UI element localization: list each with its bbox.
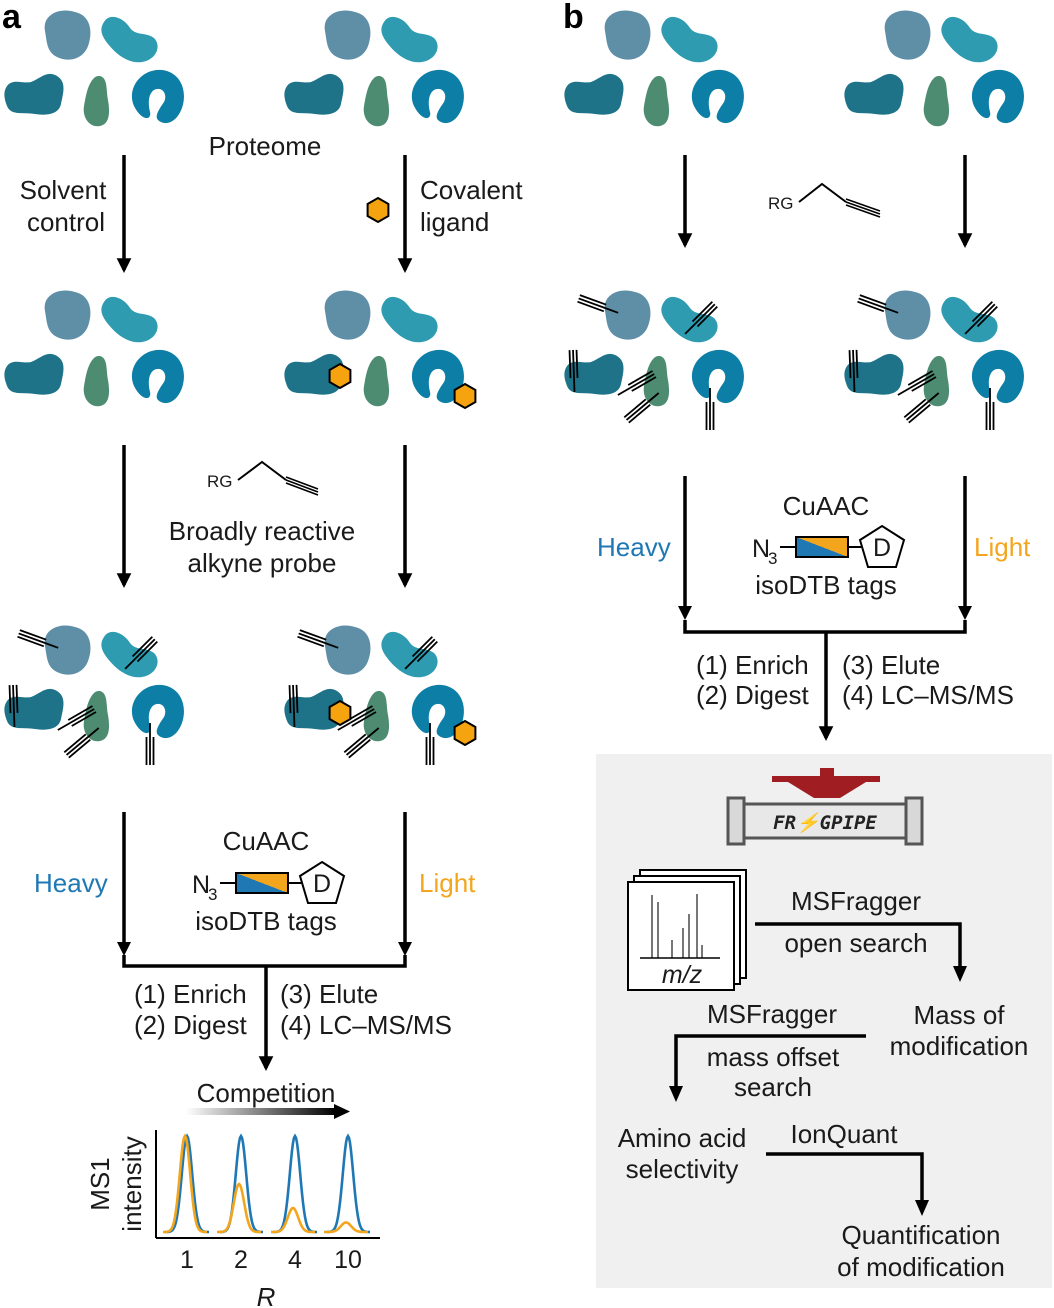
peak-heavy-10 bbox=[326, 1133, 370, 1234]
peak-light-1 bbox=[163, 1133, 207, 1234]
amino-acid-label-1: Amino acid bbox=[618, 1123, 747, 1153]
chart-ylabel-2: intensity bbox=[117, 1136, 147, 1231]
proteome-b-right-top bbox=[844, 11, 1024, 127]
fragpipe-panel bbox=[596, 754, 1052, 1288]
chart-xlabel: R bbox=[257, 1282, 276, 1308]
chart-ylabel-1: MS1 bbox=[85, 1157, 115, 1210]
probe-label-1: Broadly reactive bbox=[169, 516, 355, 546]
x-tick-label: 10 bbox=[334, 1246, 362, 1274]
offset-label-2: search bbox=[734, 1072, 812, 1102]
panel-a-letter: a bbox=[2, 0, 22, 36]
offset-label-1: mass offset bbox=[707, 1042, 840, 1072]
steps-a-1: (1) Enrich bbox=[134, 979, 247, 1009]
offset-search-path bbox=[674, 1034, 866, 1090]
light-label-b: Light bbox=[974, 532, 1031, 562]
proteome-label: Proteome bbox=[209, 131, 322, 161]
steps-a-3: (3) Elute bbox=[280, 979, 378, 1009]
x-tick-label: 1 bbox=[180, 1246, 194, 1274]
mass-mod-label-2: modification bbox=[890, 1031, 1029, 1061]
isodtb-label-a: isoDTB tags bbox=[195, 906, 337, 936]
probe-structure-icon: RG bbox=[207, 460, 319, 496]
svg-text:m/z: m/z bbox=[662, 961, 703, 989]
peak-light-2 bbox=[217, 1182, 261, 1234]
isodtb-tag-icon-b: N 3 D bbox=[752, 524, 906, 568]
proteome-right-treated bbox=[284, 291, 477, 409]
steps-b-4: (4) LC–MS/MS bbox=[842, 680, 1014, 710]
steps-b-2: (2) Digest bbox=[696, 680, 809, 710]
solvent-label: Solvent bbox=[20, 175, 107, 205]
heavy-label-b: Heavy bbox=[597, 532, 671, 562]
control-label: control bbox=[27, 207, 105, 237]
x-tick-label: 2 bbox=[234, 1246, 248, 1274]
msfragger-offset-label: MSFragger bbox=[707, 999, 837, 1029]
proteome-left-treated bbox=[4, 291, 184, 407]
msfragger-open-label: MSFragger bbox=[791, 886, 921, 916]
svg-text:3: 3 bbox=[768, 549, 777, 568]
open-search-path bbox=[755, 922, 962, 972]
proteome-left-top bbox=[4, 11, 184, 127]
proteome-b-right-labeled bbox=[844, 291, 1024, 430]
probe-label-2: alkyne probe bbox=[188, 548, 337, 578]
peak-heavy-2 bbox=[219, 1133, 263, 1234]
isodtb-tag-icon-a: N 3 D bbox=[192, 860, 346, 904]
merge-line-a bbox=[122, 955, 407, 968]
svg-text:FR⚡GPIPE: FR⚡GPIPE bbox=[773, 811, 877, 834]
svg-text:D: D bbox=[313, 870, 331, 898]
open-search-label: open search bbox=[784, 928, 927, 958]
ligand-hex-icon bbox=[366, 197, 390, 223]
svg-text:N: N bbox=[192, 871, 210, 899]
fragpipe-logo: FR⚡GPIPE bbox=[726, 768, 924, 846]
mass-mod-label-1: Mass of bbox=[913, 1000, 1005, 1030]
svg-text:N: N bbox=[752, 535, 770, 563]
covalent-label: Covalent bbox=[420, 175, 523, 205]
amino-acid-label-2: selectivity bbox=[626, 1154, 739, 1184]
probe-structure-icon-b: RG bbox=[768, 182, 881, 218]
light-label-a: Light bbox=[419, 868, 476, 898]
proteome-b-left-top bbox=[564, 11, 744, 127]
quant-label-1: Quantification bbox=[842, 1220, 1001, 1250]
competition-arrow bbox=[186, 1104, 350, 1119]
svg-text:3: 3 bbox=[208, 885, 217, 904]
steps-a-2: (2) Digest bbox=[134, 1010, 247, 1040]
ms1-chart: 1 2 4 10 bbox=[155, 1130, 380, 1274]
steps-b-1: (1) Enrich bbox=[696, 650, 809, 680]
proteome-right-top bbox=[284, 11, 464, 127]
svg-text:RG: RG bbox=[768, 194, 794, 213]
cuaac-label-a: CuAAC bbox=[223, 826, 310, 856]
ionquant-label: IonQuant bbox=[791, 1119, 899, 1149]
steps-b-3: (3) Elute bbox=[842, 650, 940, 680]
x-tick-label: 4 bbox=[288, 1246, 302, 1274]
proteome-b-left-labeled bbox=[564, 291, 744, 430]
isodtb-label-b: isoDTB tags bbox=[755, 570, 897, 600]
peak-light-10 bbox=[324, 1221, 368, 1234]
ligand-label: ligand bbox=[420, 207, 489, 237]
svg-text:D: D bbox=[873, 534, 891, 562]
chart-title: Competition bbox=[197, 1078, 336, 1108]
merge-line-b bbox=[683, 620, 967, 634]
spectra-icon: m/z bbox=[627, 869, 747, 991]
steps-a-4: (4) LC–MS/MS bbox=[280, 1010, 452, 1040]
proteome-left-labeled bbox=[4, 626, 184, 765]
svg-text:RG: RG bbox=[207, 472, 233, 491]
heavy-label-a: Heavy bbox=[34, 868, 108, 898]
peak-heavy-4 bbox=[273, 1133, 317, 1234]
proteome-right-labeled bbox=[284, 626, 477, 765]
peak-light-4 bbox=[271, 1206, 315, 1234]
panel-b-letter: b bbox=[563, 0, 584, 36]
cuaac-label-b: CuAAC bbox=[783, 491, 870, 521]
ionquant-path bbox=[766, 1152, 924, 1204]
quant-label-2: of modification bbox=[837, 1252, 1005, 1282]
